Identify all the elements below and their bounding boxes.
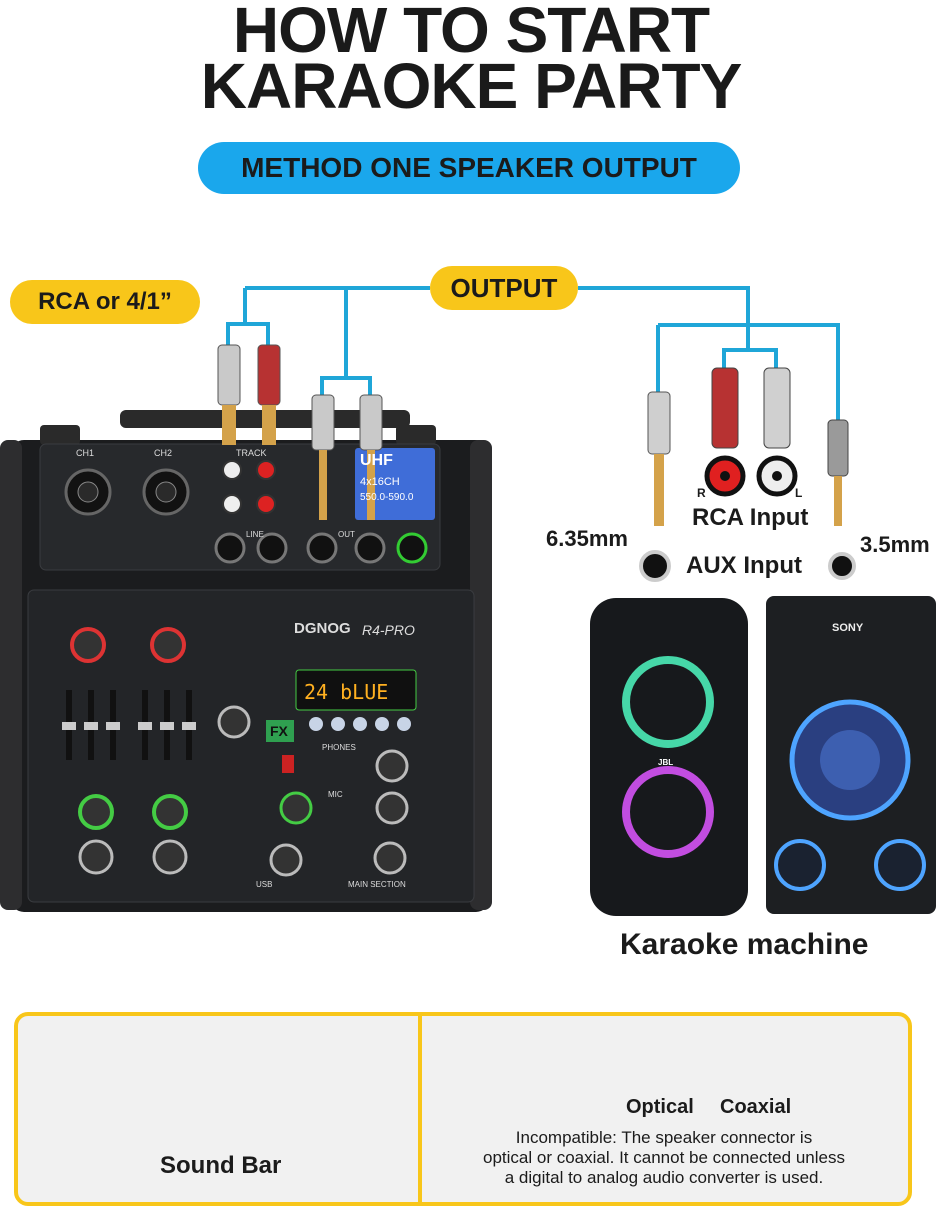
jbl-speaker: [590, 598, 748, 916]
aux-input-label: AUX Input: [686, 552, 802, 579]
mixer-line: LINE: [246, 530, 264, 539]
method-pill: METHOD ONE SPEAKER OUTPUT: [198, 142, 740, 194]
note-line-1: Incompatible: The speaker connector is: [515, 1128, 813, 1147]
panel-divider: [418, 1016, 422, 1202]
jack-635-label: 6.35mm: [546, 526, 628, 551]
optical-label: Optical: [626, 1096, 694, 1118]
mixer-usb: USB: [256, 880, 273, 889]
wireless-display: UHF: [360, 452, 393, 469]
mixer-phones: PHONES: [322, 743, 356, 752]
output-label: OUTPUT: [430, 266, 578, 310]
right-plugs: [639, 367, 856, 582]
mixer-mic: MIC: [328, 790, 343, 799]
jack-35-label: 3.5mm: [860, 532, 930, 557]
title-line-1: HOW TO START: [232, 0, 710, 66]
coaxial-label: Coaxial: [720, 1096, 792, 1118]
mixer-device: [0, 410, 492, 912]
wireless-frequency: 550.0-590.0: [360, 492, 414, 503]
mixer-main-section: MAIN SECTION: [348, 880, 406, 889]
mixer-track: TRACK: [236, 448, 267, 458]
cable-lines: [226, 286, 840, 420]
speaker-brand-small: JBL: [658, 758, 674, 767]
mixer-out: OUT: [338, 530, 355, 539]
karaoke-label: Karaoke machine: [620, 928, 869, 961]
rca-input-label: RCA Input: [692, 504, 809, 531]
mixer-model: R4-PRO: [362, 622, 415, 638]
mixer-ch2: CH2: [154, 448, 173, 458]
rca-r-label: R: [697, 486, 706, 500]
title-line-2: KARAOKE PARTY: [200, 50, 743, 122]
mixer-ch1: CH1: [76, 448, 95, 458]
incompatible-panel: [14, 1012, 912, 1206]
soundbar-label: Sound Bar: [160, 1152, 282, 1179]
mixer-fx: FX: [270, 723, 288, 739]
mixer-brand: DGNOG: [294, 620, 351, 637]
rca-label: RCA or 4/1”: [10, 280, 200, 324]
jack-plugs-635: [311, 394, 383, 520]
speaker-brand: SONY: [832, 622, 864, 634]
wireless-channels: 4x16CH: [360, 476, 400, 488]
sony-speaker: [766, 596, 936, 914]
rca-plugs: [217, 344, 281, 445]
note-line-3: a digital to analog audio converter is u…: [504, 1168, 824, 1187]
rca-l-label: L: [795, 486, 803, 500]
mixer-display: 24 bLUE: [304, 680, 389, 704]
incompatible-note: Incompatible: The speaker connector is o…: [440, 1128, 888, 1188]
note-line-2: optical or coaxial. It cannot be connect…: [483, 1148, 845, 1167]
